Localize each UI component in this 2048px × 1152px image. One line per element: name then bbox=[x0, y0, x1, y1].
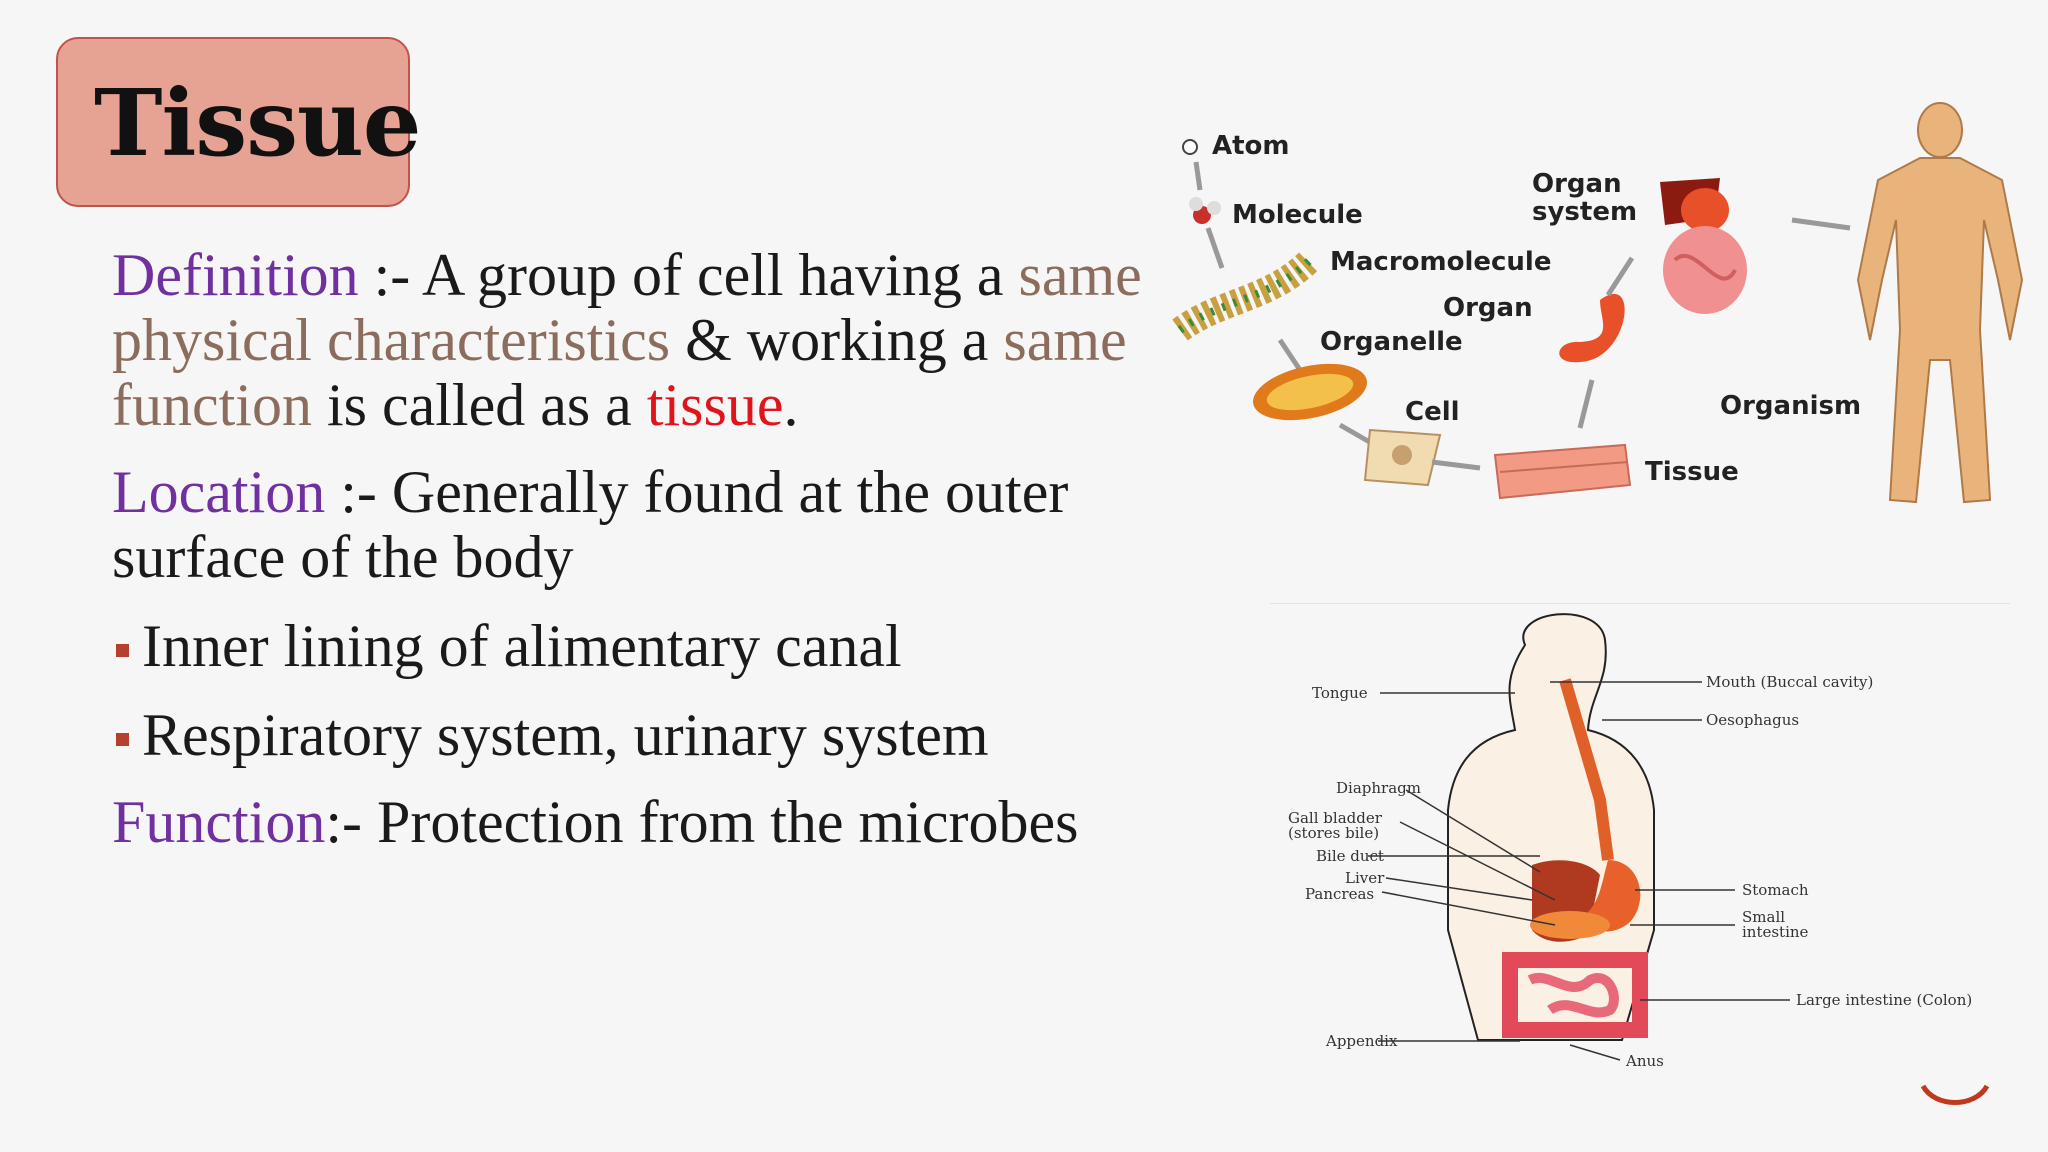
cell-icon bbox=[1363, 428, 1442, 487]
location-paragraph: Location :- Generally found at the outer… bbox=[112, 460, 1192, 590]
location-text: Generally found at the outer surface of … bbox=[112, 459, 1069, 590]
digestive-system-icon bbox=[1660, 178, 1747, 314]
small-intestine-icon bbox=[1527, 973, 1619, 1018]
stomach-icon bbox=[1586, 860, 1641, 932]
bullet-item: Inner lining of alimentary canal bbox=[112, 614, 1192, 679]
molecule-icon bbox=[1189, 197, 1221, 224]
leader-lines bbox=[1368, 681, 1790, 1061]
bullet-square-icon bbox=[116, 733, 129, 746]
digestive-system-figure: Tongue Mouth (Buccal cavity) Oesophagus … bbox=[1288, 613, 1972, 1070]
torso-outline-icon bbox=[1447, 613, 1655, 1041]
definition-sep: :- bbox=[358, 242, 422, 308]
label-liver: Liver bbox=[1345, 869, 1385, 887]
label-tongue: Tongue bbox=[1312, 684, 1368, 702]
tissue-icon bbox=[1493, 443, 1632, 500]
atom-icon bbox=[1182, 139, 1198, 155]
definition-heading: Definition bbox=[112, 242, 359, 308]
arrow-icon bbox=[1605, 256, 1635, 297]
human-body-icon bbox=[1856, 102, 2024, 504]
label-gall-bladder: Gall bladder bbox=[1288, 809, 1383, 827]
label-diaphragm: Diaphragm bbox=[1336, 779, 1421, 797]
label-gall-bladder-note: (stores bile) bbox=[1288, 824, 1379, 842]
label-small-intestine-2: intestine bbox=[1742, 923, 1809, 941]
label-tissue: Tissue bbox=[1645, 457, 1739, 487]
label-anus: Anus bbox=[1625, 1052, 1664, 1070]
label-organ-system-1: Organ bbox=[1532, 169, 1622, 199]
function-paragraph: Function:- Protection from the microbes bbox=[112, 790, 1192, 855]
function-sep: :- bbox=[325, 789, 377, 855]
function-heading: Function bbox=[112, 789, 326, 855]
label-large-intestine: Large intestine (Colon) bbox=[1796, 991, 1972, 1009]
label-mouth: Mouth (Buccal cavity) bbox=[1706, 673, 1873, 691]
definition-text-2: & working a bbox=[670, 307, 1004, 373]
location-heading: Location bbox=[112, 459, 326, 525]
title-box: Tissue bbox=[56, 37, 421, 207]
highlight-function: same function bbox=[112, 307, 1127, 438]
slide-corner-decoration-icon bbox=[1920, 1084, 1990, 1105]
slide-title: Tissue bbox=[94, 69, 421, 177]
location-sep: :- bbox=[325, 459, 392, 525]
definition-text-3: is called as a bbox=[311, 372, 647, 438]
oesophagus-icon bbox=[1559, 678, 1614, 861]
label-oesophagus: Oesophagus bbox=[1706, 711, 1799, 729]
highlight-tissue: tissue bbox=[646, 372, 784, 438]
label-organ-system-2: system bbox=[1532, 197, 1637, 227]
bullet-square-icon bbox=[116, 644, 129, 657]
organization-levels-figure: Atom Molecule Macromolecule Organelle Ce… bbox=[1172, 102, 2024, 504]
bullet-text: Respiratory system, urinary system bbox=[142, 702, 989, 768]
label-molecule: Molecule bbox=[1232, 200, 1363, 230]
pancreas-icon bbox=[1530, 911, 1610, 939]
label-organism: Organism bbox=[1720, 391, 1861, 421]
function-text: Protection from the microbes bbox=[377, 789, 1079, 855]
label-bile-duct: Bile duct bbox=[1316, 847, 1384, 865]
highlight-physical: same physical characteristics bbox=[112, 242, 1142, 373]
label-organ: Organ bbox=[1443, 293, 1533, 323]
definition-text-4: . bbox=[783, 372, 799, 438]
label-organelle: Organelle bbox=[1320, 327, 1463, 357]
definition-paragraph: Definition :- A group of cell having a s… bbox=[112, 243, 1192, 438]
large-intestine-icon bbox=[1502, 952, 1648, 1038]
arrow-icon bbox=[1205, 227, 1225, 269]
arrow-icon bbox=[1431, 459, 1481, 471]
label-pancreas: Pancreas bbox=[1305, 885, 1374, 903]
arrow-icon bbox=[1277, 338, 1303, 372]
arrow-icon bbox=[1577, 379, 1595, 429]
label-atom: Atom bbox=[1212, 131, 1290, 161]
bullet-item: Respiratory system, urinary system bbox=[112, 703, 1192, 768]
label-macromolecule: Macromolecule bbox=[1330, 247, 1551, 277]
mitochondrion-icon bbox=[1253, 363, 1367, 421]
arrow-icon bbox=[1791, 217, 1851, 231]
label-small-intestine-1: Small bbox=[1742, 908, 1785, 926]
label-stomach: Stomach bbox=[1742, 881, 1809, 899]
label-cell: Cell bbox=[1405, 397, 1460, 427]
stomach-icon bbox=[1559, 293, 1625, 363]
figure-divider bbox=[1270, 603, 2010, 604]
definition-text-1: A group of cell having a bbox=[421, 242, 1019, 308]
arrow-icon bbox=[1193, 161, 1203, 191]
slide-body: Definition :- A group of cell having a s… bbox=[112, 243, 1192, 855]
bullet-text: Inner lining of alimentary canal bbox=[142, 613, 902, 679]
label-appendix: Appendix bbox=[1325, 1032, 1398, 1050]
macromolecule-icon bbox=[1172, 250, 1320, 341]
